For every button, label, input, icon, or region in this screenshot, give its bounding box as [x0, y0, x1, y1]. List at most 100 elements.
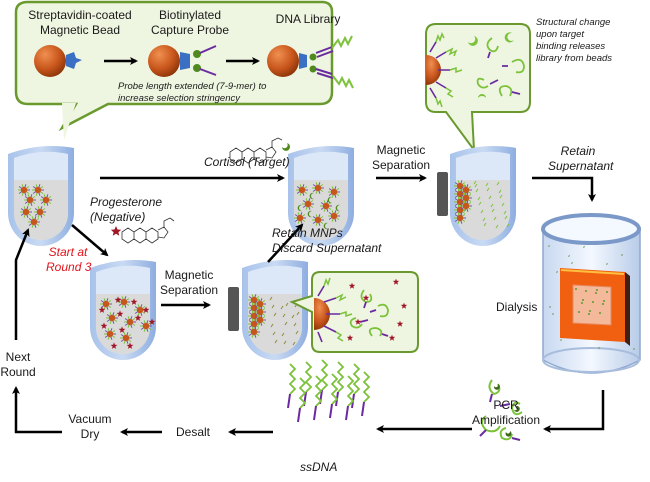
bead-cluster-icon — [312, 182, 324, 194]
negative-star-icon — [134, 314, 142, 321]
cassette-dna-dot — [589, 310, 591, 312]
negative-star-icon — [126, 342, 134, 349]
bead-cluster-icon — [100, 298, 112, 310]
label-progesterone-negative: Progesterone (Negative) — [90, 195, 162, 225]
label-line: Round 3 — [46, 260, 92, 274]
cortisol-icon — [323, 222, 328, 230]
label-line: library from beads — [536, 53, 613, 64]
label-line: Retain — [560, 144, 596, 158]
jar-dna-dot — [548, 245, 550, 247]
capture-probe-bead-icon — [148, 45, 217, 77]
ssdna-green-segment — [298, 377, 307, 409]
progesterone-structure-icon — [121, 217, 175, 244]
label-line: Probe length extended (7-9-mer) to — [118, 81, 267, 92]
progesterone-negative-star-icon — [110, 226, 122, 236]
unbound-dna-dot — [282, 313, 286, 318]
label-vacuum-dry: Vacuum Dry — [64, 412, 116, 442]
negative-star-icon — [400, 302, 408, 309]
magnet-top — [437, 172, 448, 216]
released-dna-dot — [493, 216, 497, 221]
ssdna-primer-segment — [361, 401, 365, 417]
unbound-dna-dot — [284, 321, 288, 326]
unbound-dna-dot — [296, 311, 300, 316]
jar-dna-dot — [583, 246, 585, 248]
cassette-dna-dot — [581, 302, 583, 304]
ssdna-green-segment — [336, 361, 345, 393]
bead-cluster-icon — [106, 312, 118, 324]
unbound-dna-dot — [281, 332, 285, 337]
negative-star-icon — [354, 318, 362, 325]
negative-star-icon — [118, 326, 126, 333]
bead-cluster-icon — [24, 194, 36, 206]
label-line: Progesterone — [90, 195, 163, 209]
label-line: increase selection stringency — [118, 93, 240, 104]
jar-dna-dot — [552, 313, 554, 315]
ssdna-strand — [345, 375, 355, 421]
cassette-dna-dot — [596, 289, 598, 291]
ssdna-green-segment — [352, 363, 361, 395]
label-line: Round — [0, 365, 36, 379]
cortisol-target-icon — [282, 143, 290, 151]
jar-dna-dot — [621, 254, 623, 256]
negative-star-icon — [116, 310, 124, 317]
target-incubation-tube — [288, 146, 354, 246]
label-line: DNA Library — [275, 12, 341, 26]
bead-cluster-icon — [328, 186, 340, 198]
ssdna-green-segment — [346, 375, 355, 407]
ssdna-strand — [287, 363, 297, 409]
bead-cluster-icon — [254, 314, 266, 326]
label-line: Dry — [80, 427, 100, 441]
bead-cluster-icon — [460, 192, 472, 204]
unbound-dna-dot — [292, 341, 296, 346]
bead-cluster-icon — [302, 198, 314, 210]
negative-star-icon — [362, 294, 370, 301]
jar-dna-dot — [571, 262, 573, 264]
label-line: Streptavidin-coated — [28, 8, 132, 22]
ssdna-primer-segment — [329, 403, 333, 419]
bead-cluster-icon — [20, 206, 32, 218]
bead-cluster-icon — [460, 200, 472, 212]
negative-star-icon — [98, 306, 106, 313]
jar-dna-dot — [598, 347, 600, 349]
arrow-dialysis-to-pcr — [543, 390, 605, 433]
label-probe-note: Probe length extended (7-9-mer) to incre… — [118, 81, 266, 105]
ssdna-strand — [329, 373, 339, 419]
magnetic-separation-tube-top — [450, 146, 516, 246]
folded-aptamers-icon — [479, 379, 523, 441]
bead-cluster-icon — [460, 184, 472, 196]
label-line: Structural change — [536, 17, 611, 28]
ssdna-strand — [361, 371, 371, 417]
cassette-dna-dot — [602, 303, 604, 305]
released-dna-dot — [488, 195, 492, 200]
released-dna-dot — [498, 189, 502, 194]
cassette-dna-dot — [592, 301, 594, 303]
cortisol-icon — [297, 204, 302, 212]
released-dna-dot — [485, 182, 489, 187]
label-desalt: Desalt — [176, 425, 211, 439]
dna-library-bead-icon — [267, 35, 354, 89]
unbound-dna-dot — [272, 331, 276, 336]
cassette-dna-dot — [585, 290, 587, 292]
ssdna-strands-icon — [287, 359, 371, 423]
cassette-dna-dot — [588, 313, 590, 315]
ssdna-strand — [297, 377, 307, 423]
label-line: binding releases — [536, 41, 606, 52]
arrow-vacuum-to-next — [12, 386, 62, 434]
cassette-dna-dot — [606, 291, 608, 293]
bead-cluster-icon — [254, 298, 266, 310]
released-dna-dot — [482, 217, 486, 222]
released-dna-dot — [491, 208, 495, 213]
label-ssdna: ssDNA — [300, 460, 338, 474]
released-dna-dot — [496, 181, 500, 186]
cortisol-structure-icon — [229, 137, 283, 164]
ssdna-green-segment — [330, 373, 339, 405]
unbound-dna-dot — [273, 312, 277, 317]
cassette-dna-dot — [575, 288, 577, 290]
cassette-dna-dot — [582, 299, 584, 301]
released-dna-dot — [474, 183, 478, 188]
jar-dna-dot — [560, 339, 562, 341]
negative-star-icon — [100, 322, 108, 329]
arrow-next-round-up — [14, 228, 30, 340]
label-line: PCR — [493, 398, 519, 412]
cortisol-icon — [335, 204, 340, 212]
